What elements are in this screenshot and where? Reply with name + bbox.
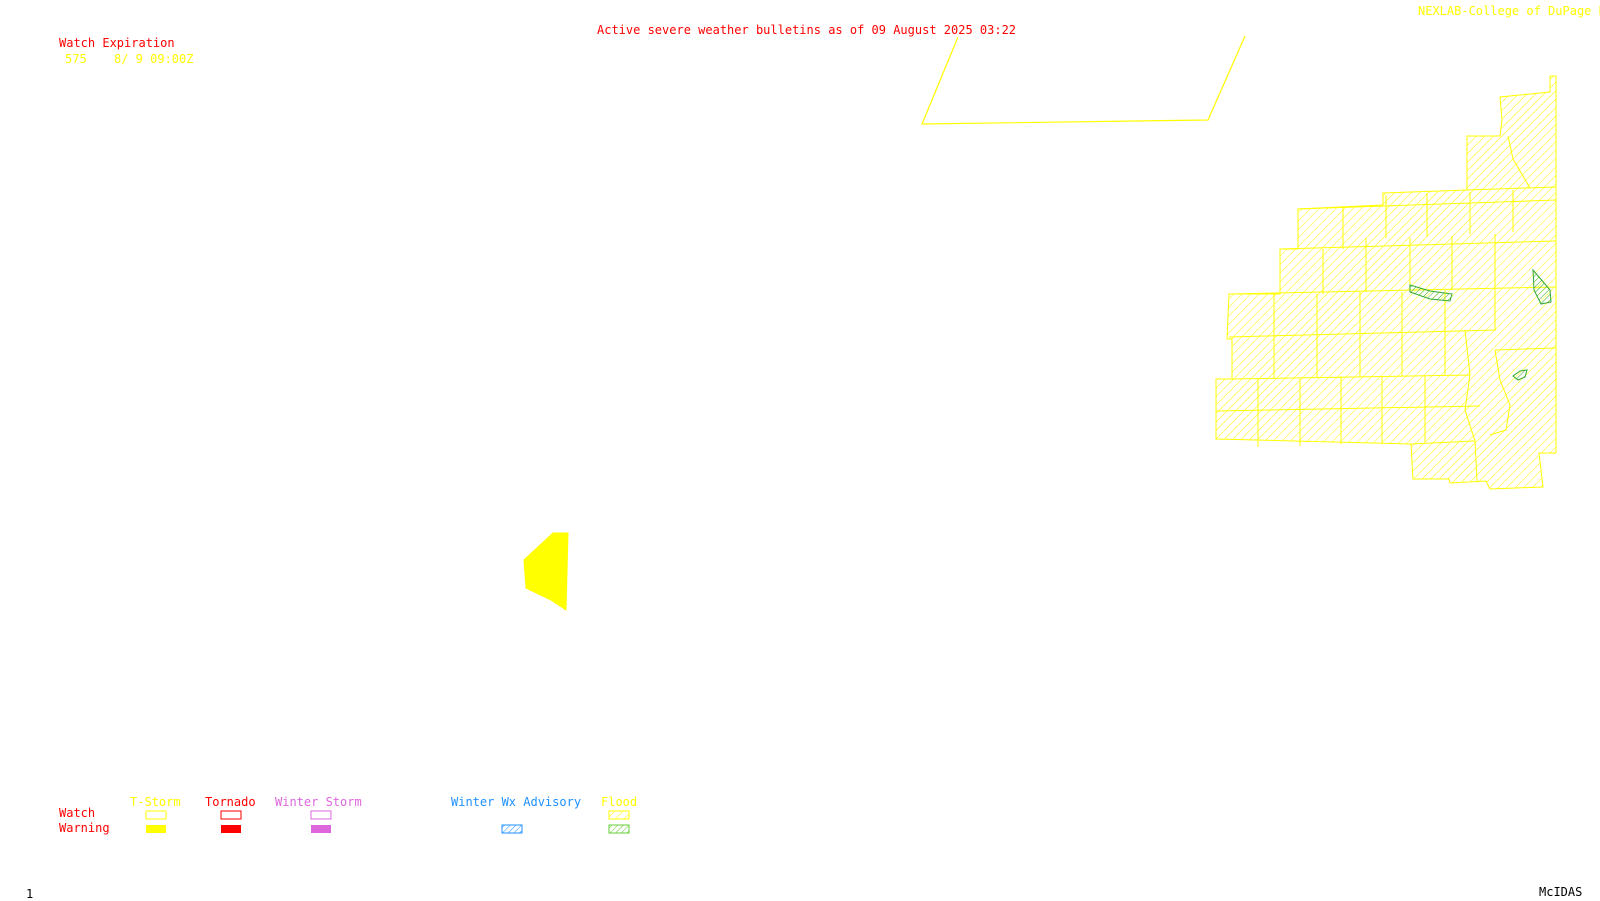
product-label: McIDAS [1539, 885, 1583, 899]
legend-label-winter-advisory: Winter Wx Advisory [451, 795, 582, 809]
legend-row-warning: Warning [59, 821, 110, 835]
watch-expires: 8/ 9 09:00Z [114, 52, 194, 66]
frame-number: 1 [26, 887, 34, 901]
tornado-warning-swatch [221, 825, 241, 833]
legend-row-watch: Watch [59, 806, 96, 820]
legend-label-tornado: Tornado [205, 795, 256, 809]
flood-warning-swatch [608, 824, 630, 834]
watch-id: 575 [65, 52, 87, 66]
watch-expiration-label: Watch Expiration [59, 36, 175, 50]
flood-warning-polygon-1 [1409, 284, 1453, 302]
page-title: Active severe weather bulletins as of 09… [597, 23, 1017, 37]
winter-storm-warning-swatch [311, 825, 331, 833]
flood-warning-polygon-2 [1532, 268, 1552, 305]
flood-watch-area [1215, 75, 1557, 490]
winter-advisory-warning-swatch [501, 824, 523, 834]
legend-label-winter-storm: Winter Storm [275, 795, 362, 809]
winter-storm-watch-swatch [310, 810, 332, 820]
tstorm-watch-swatch [145, 810, 167, 820]
tornado-watch-swatch [220, 810, 242, 820]
watch-575-outline [921, 35, 1246, 125]
tstorm-warning-swatch [146, 825, 166, 833]
tstorm-warning-polygon [523, 532, 569, 611]
flood-watch-swatch [608, 810, 630, 820]
legend-label-tstorm: T-Storm [130, 795, 181, 809]
flood-warning-polygon-3 [1512, 369, 1528, 381]
credit-text: NEXLAB-College of DuPage R [1418, 4, 1600, 18]
legend-swatches [145, 810, 630, 834]
legend-label-flood: Flood [601, 795, 638, 809]
